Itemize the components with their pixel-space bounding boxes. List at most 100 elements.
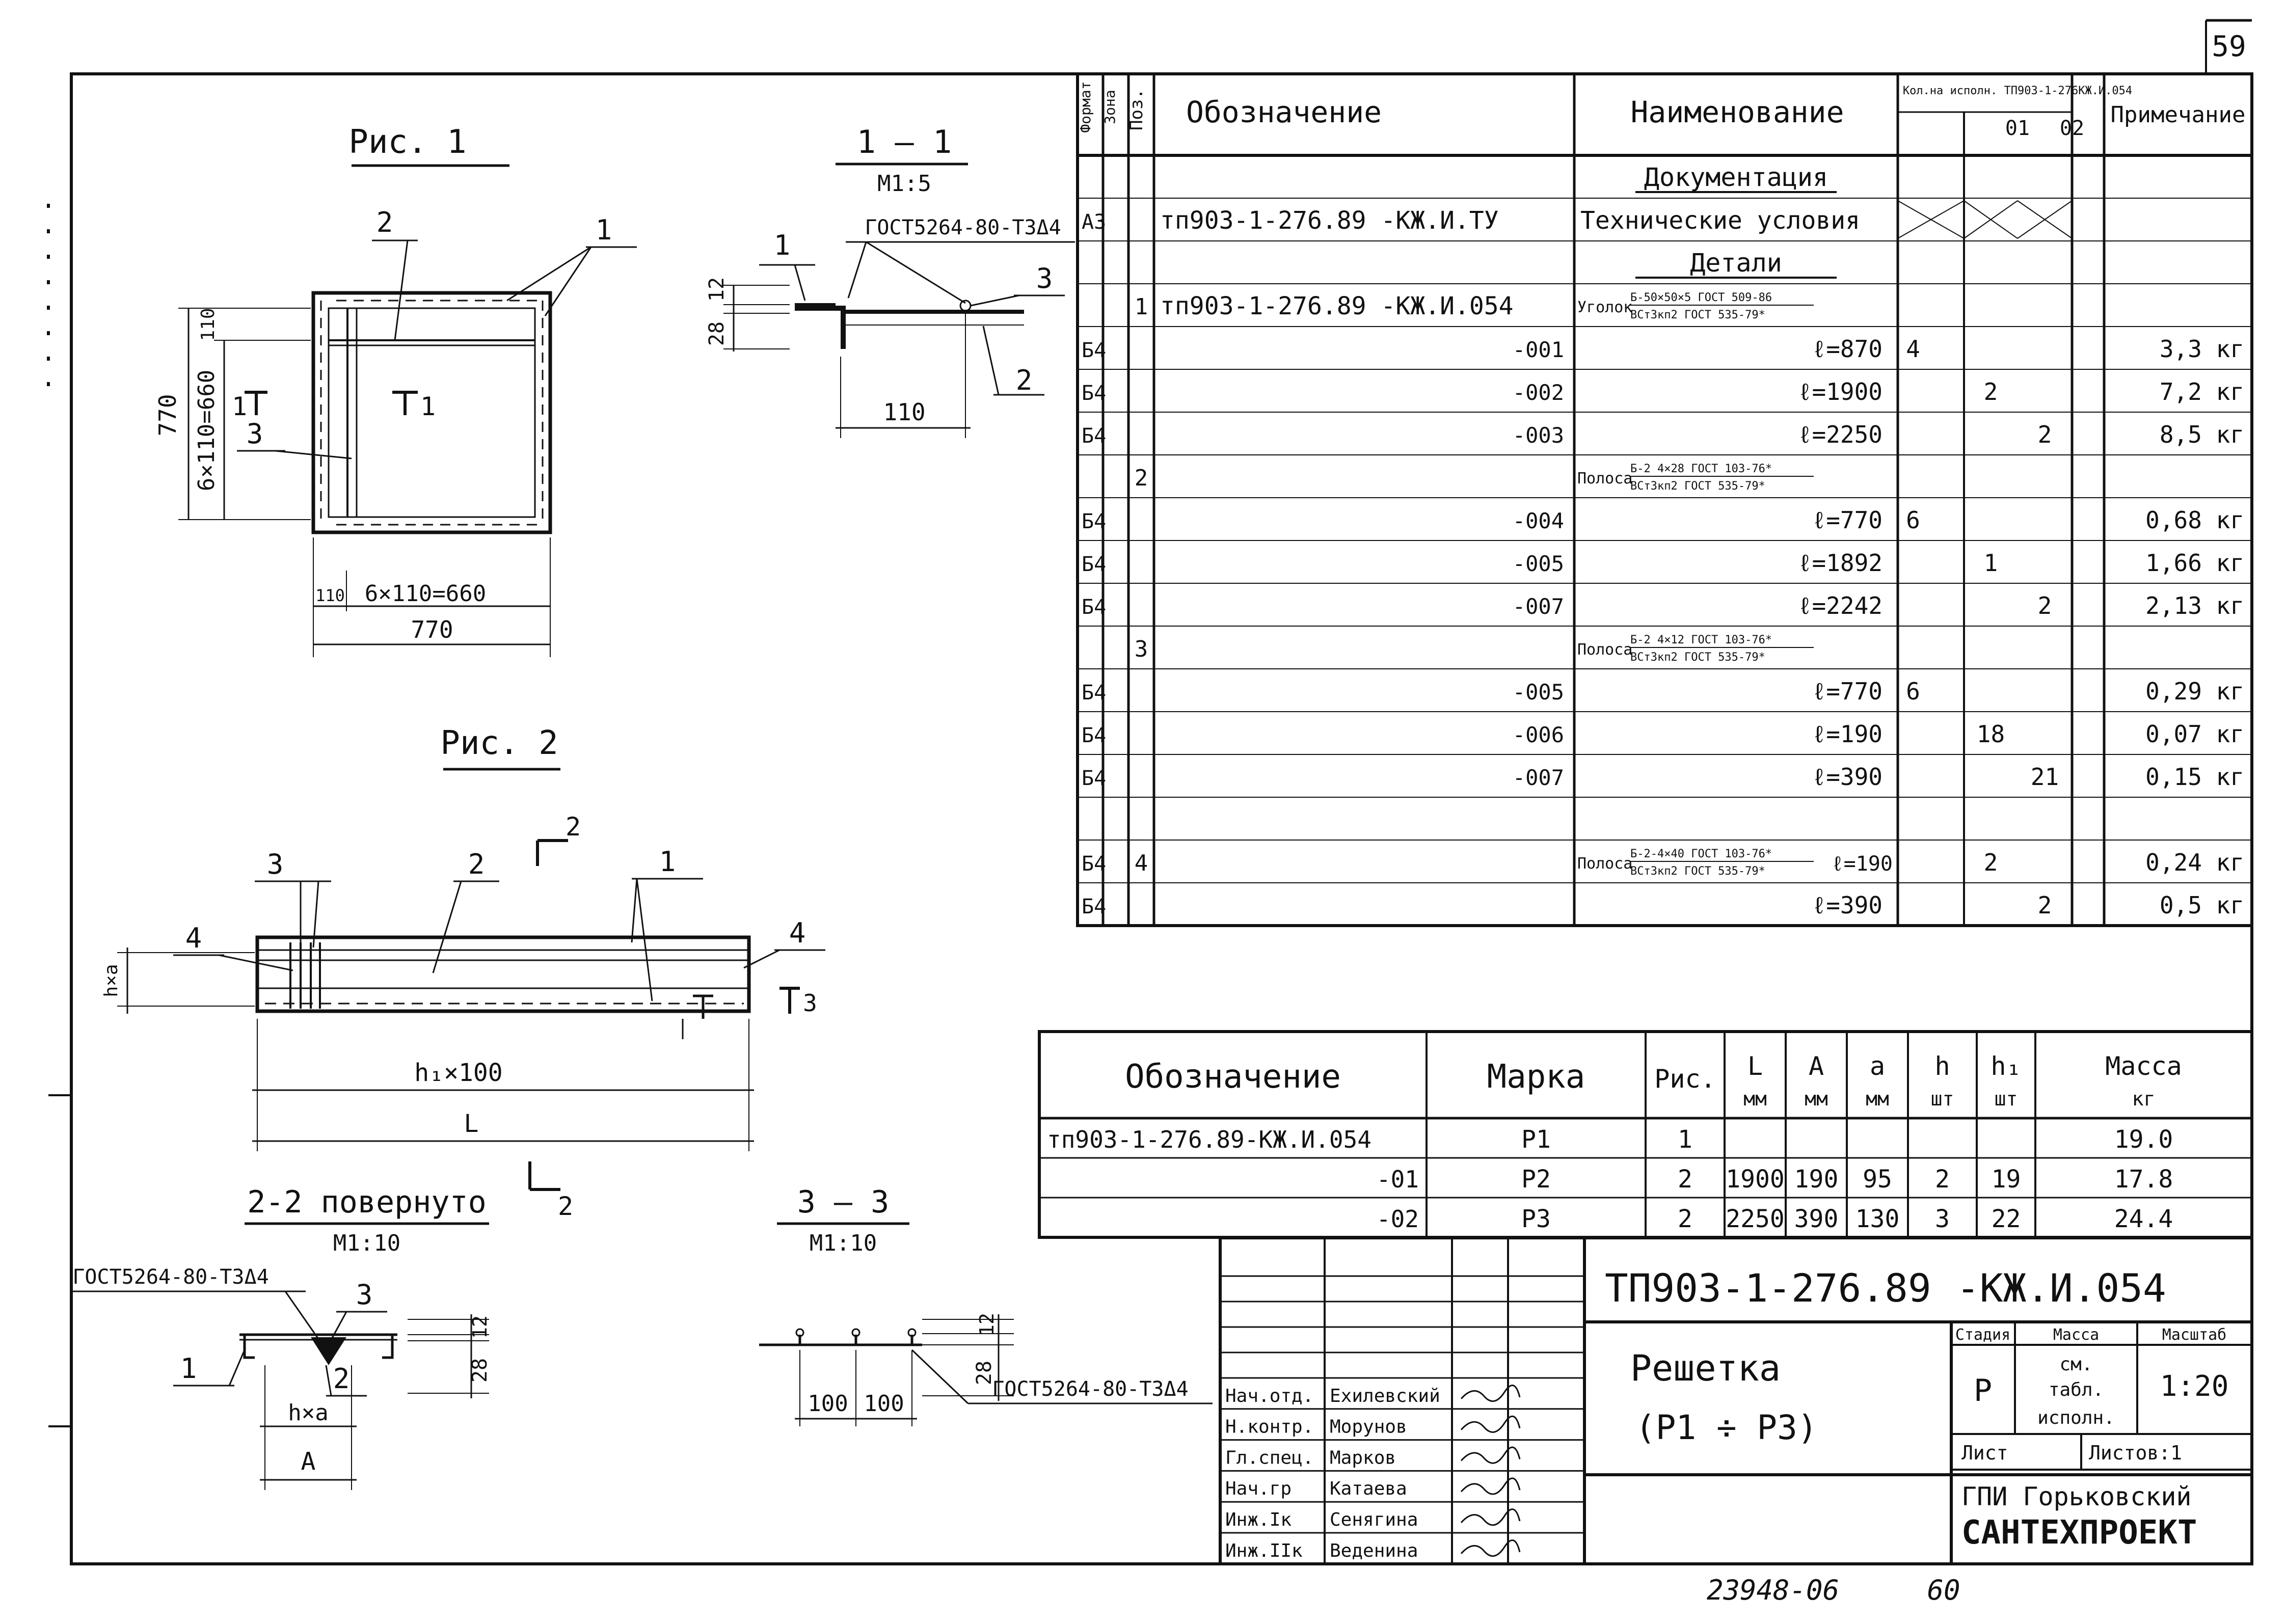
spec-cell-format: Б4 [1082,596,1106,619]
figure-2-elevation: Рис. 2 2 3 2 1 4 4 [101,724,825,1151]
fig2-dim-L: L [464,1109,479,1138]
sheet-frame: 59 [47,19,2253,1565]
archive-number: 23948-06 [1707,1574,1839,1606]
specification-grid [1076,72,2253,927]
spec-header-pos: Поз. [1126,89,1147,130]
sec33-scale: М1:10 [810,1230,877,1256]
marks-header-unit: шт [1995,1088,2018,1110]
marks-cell: 190 [1794,1165,1839,1194]
mass-value-3: исполн. [2037,1408,2115,1428]
org-line1: ГПИ Горьковский [1961,1482,2192,1511]
spec-cell-name: ℓ=770 [1812,678,1882,705]
spec-header-format: Формат [1077,81,1094,132]
spec-cell-note: 0,07 кг [2145,720,2244,748]
sec33-weld-note: ГОСТ5264-80-Т3Δ4 [992,1377,1188,1401]
spec-cell-name: ℓ=390 [1812,763,1882,791]
spec-cell-pos: 2 [1135,465,1148,491]
fig2-leader-3: 3 [267,848,284,880]
marks-cell: Р1 [1521,1125,1551,1154]
marks-cell: 2250 [1726,1205,1785,1233]
spec-cell-qty-02: 2 [2038,421,2052,448]
marks-cell: 3 [1935,1205,1950,1233]
spec-cell-name: ℓ=390 [1812,891,1882,919]
spec-cell-note: 2,13 кг [2145,592,2244,619]
spec-cell-qty-base: 6 [1906,678,1920,705]
signature-mark [1460,1446,1521,1464]
spec-cell-name: ℓ=1892 [1798,549,1882,577]
scale-value: 1:20 [2160,1370,2229,1403]
marks-cell: -02 [1377,1205,1419,1233]
marks-header-cell: hшт [1931,1051,1954,1110]
marks-header-unit: кг [2132,1088,2156,1110]
signature-mark [1460,1415,1521,1433]
spec-cell-material-grade: Б-50×50×5 ГОСТ 509-86 [1630,291,1772,304]
signer-name: Веденина [1330,1540,1418,1561]
sec22-dim-28: 28 [468,1358,492,1383]
marks-header-top: А [1809,1051,1824,1081]
fig2-leader-4-left: 4 [185,922,202,954]
sec11-leader-2: 2 [1016,364,1033,396]
spec-cross-out [1964,200,2018,239]
marks-header-top: h₁ [1991,1051,2021,1081]
spec-cell-designation: -002 [1513,380,1564,405]
spec-cell-pos: 3 [1135,636,1148,662]
fig1-section-mark-left: 1 [232,392,247,421]
marks-header-unit: шт [1931,1088,1954,1110]
spec-cell-note: 0,29 кг [2145,678,2244,705]
marks-header-unit: мм [1866,1088,1889,1110]
signature-mark [1460,1385,1521,1402]
marks-cell: 1900 [1726,1165,1785,1194]
mass-label: Масса [2053,1326,2099,1344]
mass-value-2: табл. [2049,1379,2104,1400]
mass-value-1: см. [2059,1354,2092,1375]
fig2-section-mark-2: 2 [566,812,581,842]
signature-mark [1460,1508,1521,1526]
signature-mark [1460,1539,1521,1557]
spec-cell-format: Б4 [1082,553,1106,576]
spec-cell-note: 3,3 кг [2160,335,2244,363]
spec-cell-qty-02: 2 [2038,592,2052,619]
marks-cell: 95 [1863,1165,1892,1194]
spec-cell-material-steel: ВСт3кп2 ГОСТ 535-79* [1630,480,1765,493]
sec11-title: 1 — 1 [857,123,952,160]
spec-cell-designation: -005 [1513,551,1564,576]
spec-header-zone: Зона [1101,90,1118,124]
specification-table-header: Формат Зона Поз. Обозначение Наименовани… [1077,81,2245,140]
signature-row: Н.контр.Морунов [1220,1415,1584,1441]
figure-1-plan: Рис. 1 2 1 3 1 1 770 [154,123,637,657]
marks-header-cell: h₁ шт [1991,1051,2021,1110]
fig2-leader-1: 1 [659,846,676,878]
spec-cell-qty-02: 2 [2038,891,2052,919]
signature-rows: Нач.отд.ЕхилевскийН.контр.МоруновГл.спец… [1220,1385,1584,1561]
marks-header-top: Масса [2105,1051,2182,1081]
org-line2: САНТЕХПРОЕКТ [1961,1514,2197,1552]
spec-header-note: Примечание [2111,102,2246,128]
spec-header-qty-02: 02 [2060,117,2084,140]
spec-cell-designation: -003 [1513,423,1564,448]
spec-cell-name: ℓ=870 [1812,335,1882,363]
sec22-section-mark-2: 2 [558,1192,573,1221]
marks-header-cell: Масса кг [2105,1051,2182,1110]
marks-header-top: Рис. [1654,1064,1715,1094]
sec11-leader-1: 1 [774,229,791,261]
spec-cell-name: Документация [1644,163,1828,192]
spec-header-name: Наименование [1630,95,1844,129]
section-3-3: 3 — 3 М1:10 12 28 ГОСТ5264-80-Т3Δ4 100 1… [759,1184,1213,1426]
drawing-title-line1: Решетка [1630,1347,1781,1389]
spec-cell-designation: -007 [1513,594,1564,619]
section-2-2: 2-2 повернуто М1:10 2 ГОСТ5264-80-Т3Δ4 3… [71,1161,573,1490]
sheet-label: Лист [1961,1442,2008,1464]
marks-cell: -01 [1377,1166,1419,1193]
